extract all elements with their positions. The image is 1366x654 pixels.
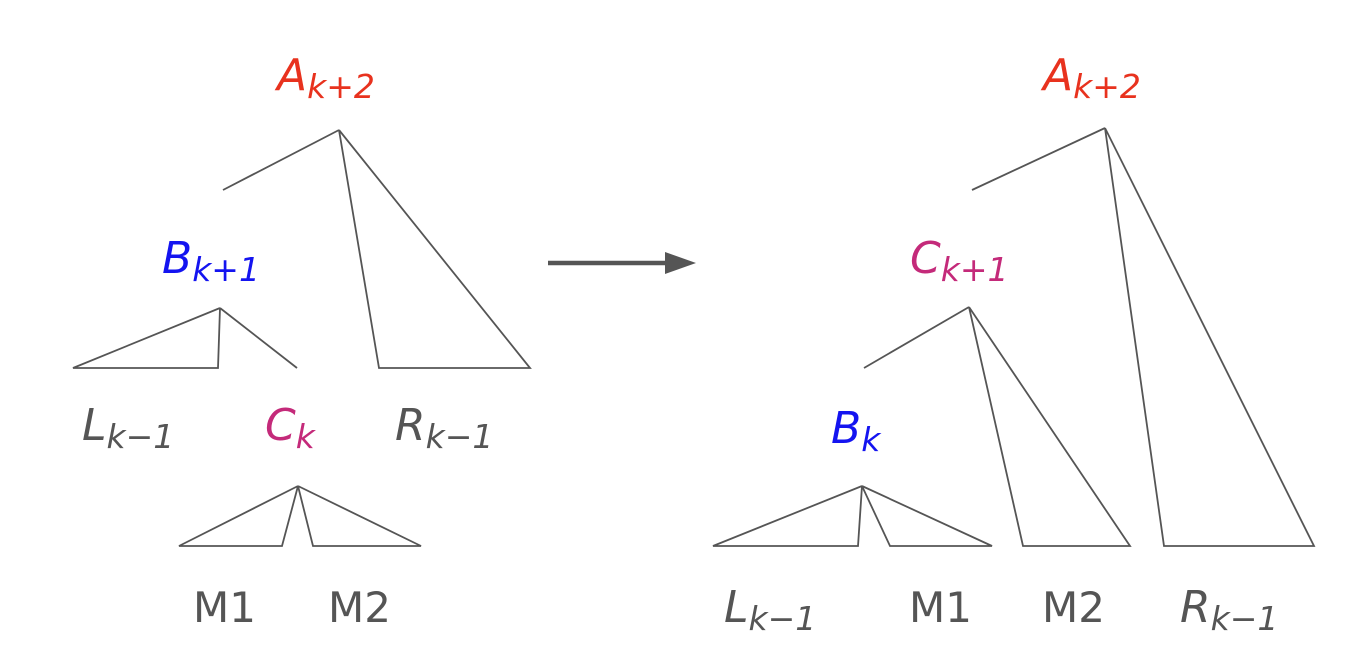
after-r-sub: k−1	[1211, 599, 1279, 638]
arrow-head	[665, 252, 696, 274]
before-r-label: Rk−1	[395, 400, 493, 456]
after-m1-subtree	[861, 485, 993, 547]
after-l-subtree	[712, 485, 863, 547]
after-b-letter: B	[831, 403, 861, 454]
before-l-label: Lk−1	[82, 400, 174, 456]
after-m1-label: M1	[909, 583, 972, 632]
before-c-sub: k	[296, 417, 317, 456]
after-b-label: Bk	[831, 403, 882, 459]
after-r-subtree	[1104, 127, 1316, 547]
before-l-letter: L	[82, 400, 107, 451]
before-m1-subtree	[178, 485, 299, 547]
before-c-label: Ck	[265, 400, 317, 456]
before-b-label: Bk+1	[162, 233, 260, 289]
after-m2-label: M2	[1042, 583, 1105, 632]
after-b-sub: k	[861, 420, 882, 459]
after-root-letter: A	[1040, 50, 1073, 101]
after-l-sub: k−1	[749, 599, 817, 638]
after-root-left-edge	[971, 127, 1106, 191]
before-l-subtree	[72, 307, 221, 369]
after-c-left-edge	[863, 306, 970, 369]
before-root-letter: A	[274, 50, 307, 101]
before-root-label: Ak+2	[274, 50, 375, 106]
after-root-sub: k+2	[1073, 67, 1141, 106]
before-tree: Ak+2 Bk+1 Lk−1 Ck Rk−1 M1 M2	[72, 50, 532, 632]
before-b-sub: k+1	[192, 250, 260, 289]
before-c-letter: C	[265, 400, 296, 451]
before-root-left-edge	[222, 129, 340, 191]
after-c-sub: k+1	[941, 250, 1009, 289]
before-r-subtree	[338, 129, 532, 369]
after-r-letter: R	[1180, 582, 1211, 633]
before-m1-label: M1	[193, 583, 256, 632]
after-l-letter: L	[724, 582, 749, 633]
before-b-letter: B	[162, 233, 192, 284]
before-l-sub: k−1	[107, 417, 175, 456]
before-m2-label: M2	[328, 583, 391, 632]
after-c-label: Ck+1	[910, 233, 1009, 289]
after-m2-subtree	[968, 306, 1132, 547]
after-c-letter: C	[910, 233, 941, 284]
after-l-label: Lk−1	[724, 582, 816, 638]
right-arrow-icon	[548, 252, 696, 274]
before-b-right-edge	[219, 307, 298, 369]
before-r-sub: k−1	[426, 417, 494, 456]
before-m2-subtree	[297, 485, 422, 547]
after-root-label: Ak+2	[1040, 50, 1141, 106]
before-root-sub: k+2	[307, 67, 375, 106]
before-r-letter: R	[395, 400, 426, 451]
after-tree: Ak+2 Ck+1 Bk Lk−1 M1 M2 Rk−1	[712, 50, 1316, 638]
after-r-label: Rk−1	[1180, 582, 1278, 638]
